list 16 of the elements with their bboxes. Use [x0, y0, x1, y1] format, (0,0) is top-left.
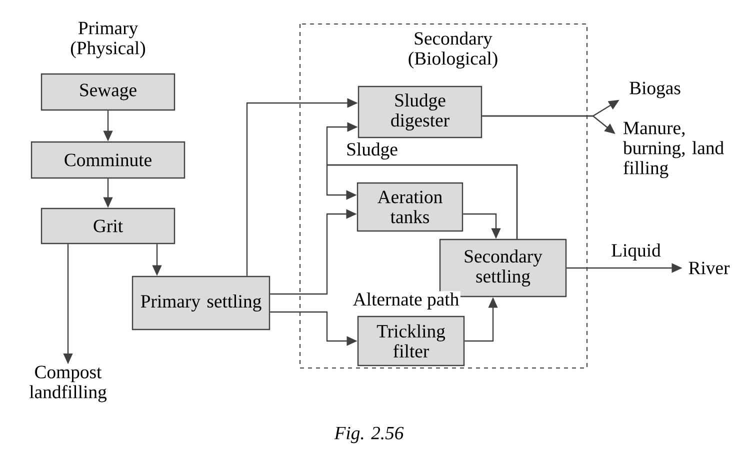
- process-box: Trickling filter: [357, 316, 465, 366]
- edge-label: Sludge: [344, 141, 400, 161]
- output-text: Biogas: [630, 82, 680, 98]
- process-box: Aeration tanks: [356, 182, 464, 232]
- edge-label: Liquid: [610, 242, 662, 262]
- process-box: Sludge digester: [358, 86, 482, 138]
- process-box: Primary settling: [132, 276, 270, 330]
- caption: Fig. 2.56: [334, 426, 404, 444]
- process-box: Comminute: [30, 141, 186, 179]
- output-text: Compost landfilling: [30, 366, 107, 402]
- process-box: Grit: [40, 208, 176, 244]
- output-text: River: [688, 262, 730, 274]
- edge-label: Alternate path: [352, 291, 460, 311]
- arrow: [326, 164, 518, 239]
- process-box: Sewage: [40, 73, 176, 111]
- output-text: Manure, burning, land filling: [623, 122, 724, 178]
